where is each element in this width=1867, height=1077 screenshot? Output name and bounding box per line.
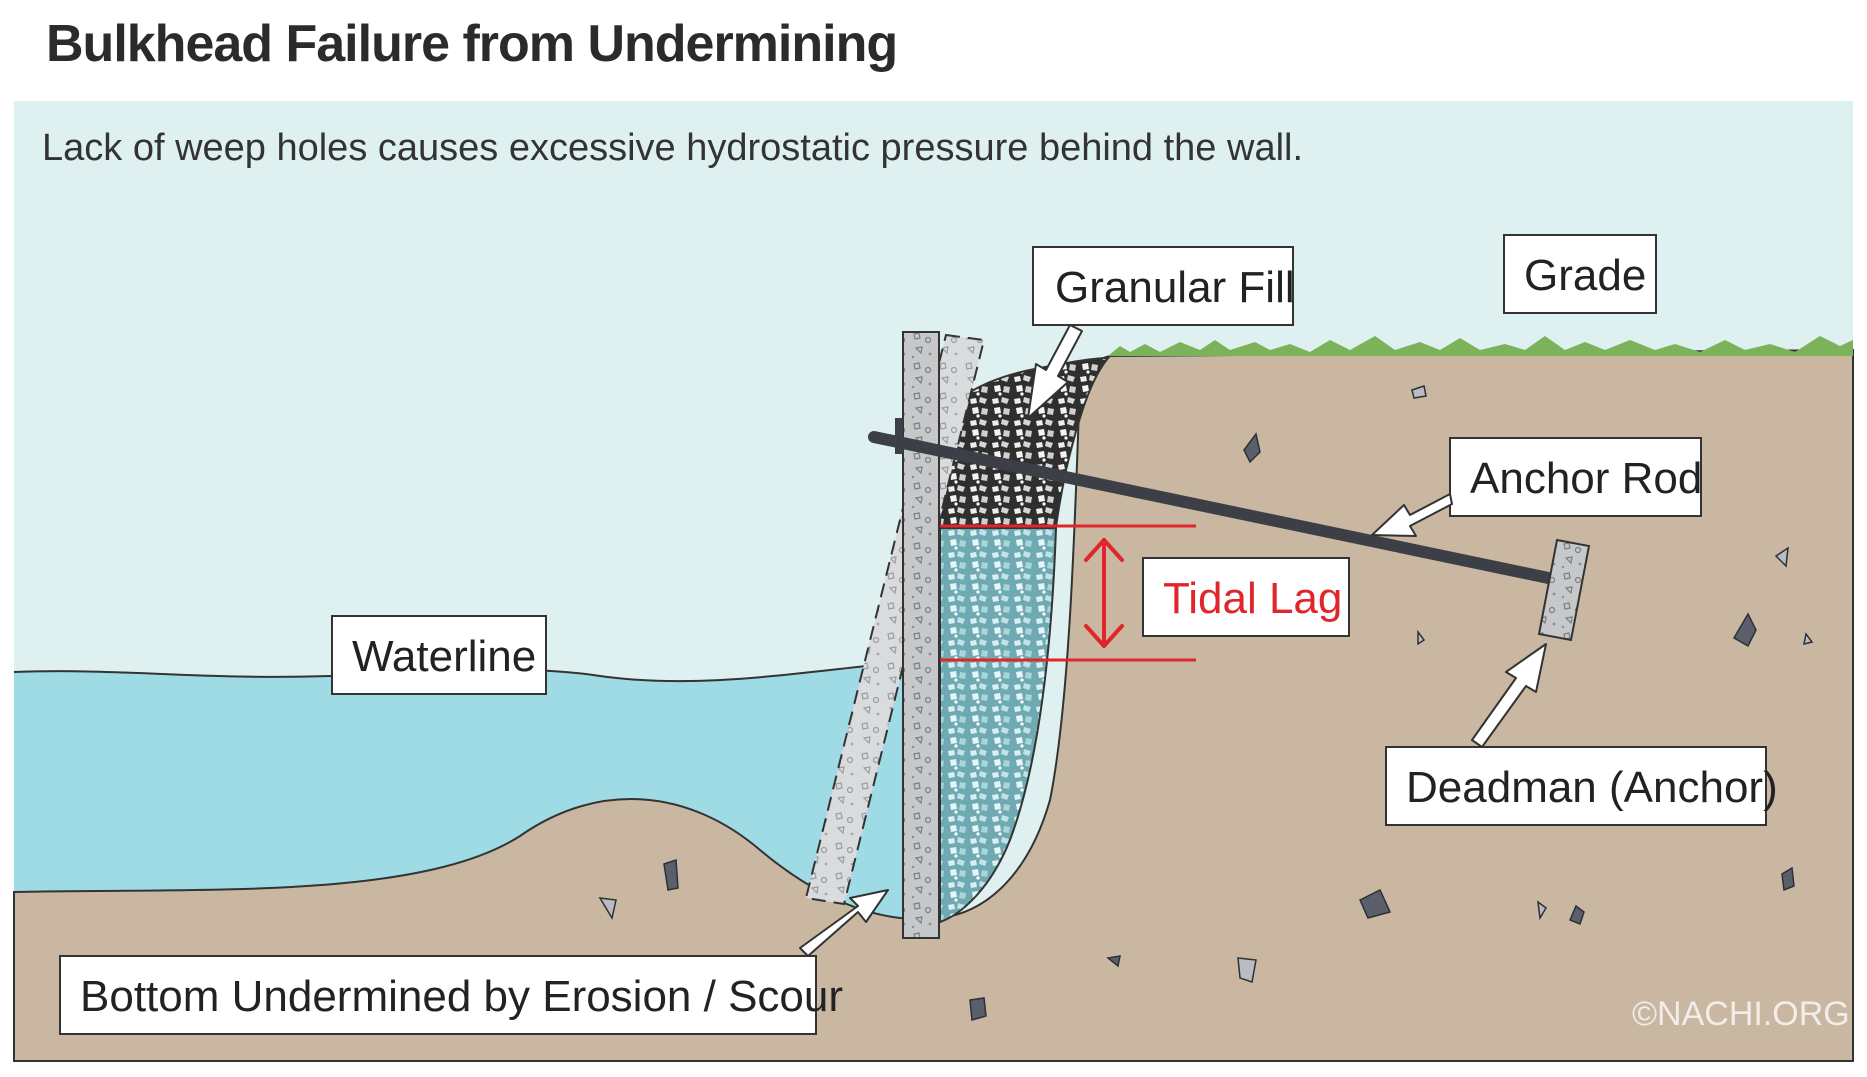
rocks [663,432,1795,1021]
anchor-plate [895,418,903,454]
svg-text:Bottom Undermined by Erosion /: Bottom Undermined by Erosion / Scour [80,972,843,1021]
tidal-lag-arrow [1084,538,1124,648]
grade-label: Grade [1503,234,1657,314]
saturated-fill [939,527,1058,924]
granular-fill-label: Granular Fill [1032,246,1295,326]
anchor-rod-label: Anchor Rod [1449,437,1702,517]
dry-granular-fill [939,356,1111,529]
anchor-rod-arrow [1371,493,1453,537]
svg-text:Granular Fill: Granular Fill [1055,263,1295,312]
bottom-undermined-label: Bottom Undermined by Erosion / Scour [59,955,843,1035]
deadman-label: Deadman (Anchor) [1385,746,1778,826]
svg-text:Deadman (Anchor): Deadman (Anchor) [1406,763,1778,812]
bottom-undermined-arrow [799,889,889,957]
deadman-arrow [1471,643,1547,748]
subtitle: Lack of weep holes causes excessive hydr… [42,127,1303,169]
waterline-label: Waterline [331,615,547,695]
page-title: Bulkhead Failure from Undermining [46,15,898,73]
svg-text:Tidal Lag: Tidal Lag [1163,574,1342,623]
small-rocks [598,385,1814,983]
svg-text:Waterline: Waterline [352,632,536,681]
svg-text:Grade: Grade [1524,251,1646,300]
watermark: ©NACHI.ORG [1632,995,1850,1033]
bulkhead-panel [902,331,940,939]
grass [1108,336,1853,356]
svg-text:Anchor Rod: Anchor Rod [1470,454,1702,503]
anchor-rod [868,431,1564,586]
granular-fill-arrow [1027,324,1083,419]
tidal-lag-label: Tidal Lag [1142,557,1350,637]
deadman-anchor [1537,538,1591,642]
